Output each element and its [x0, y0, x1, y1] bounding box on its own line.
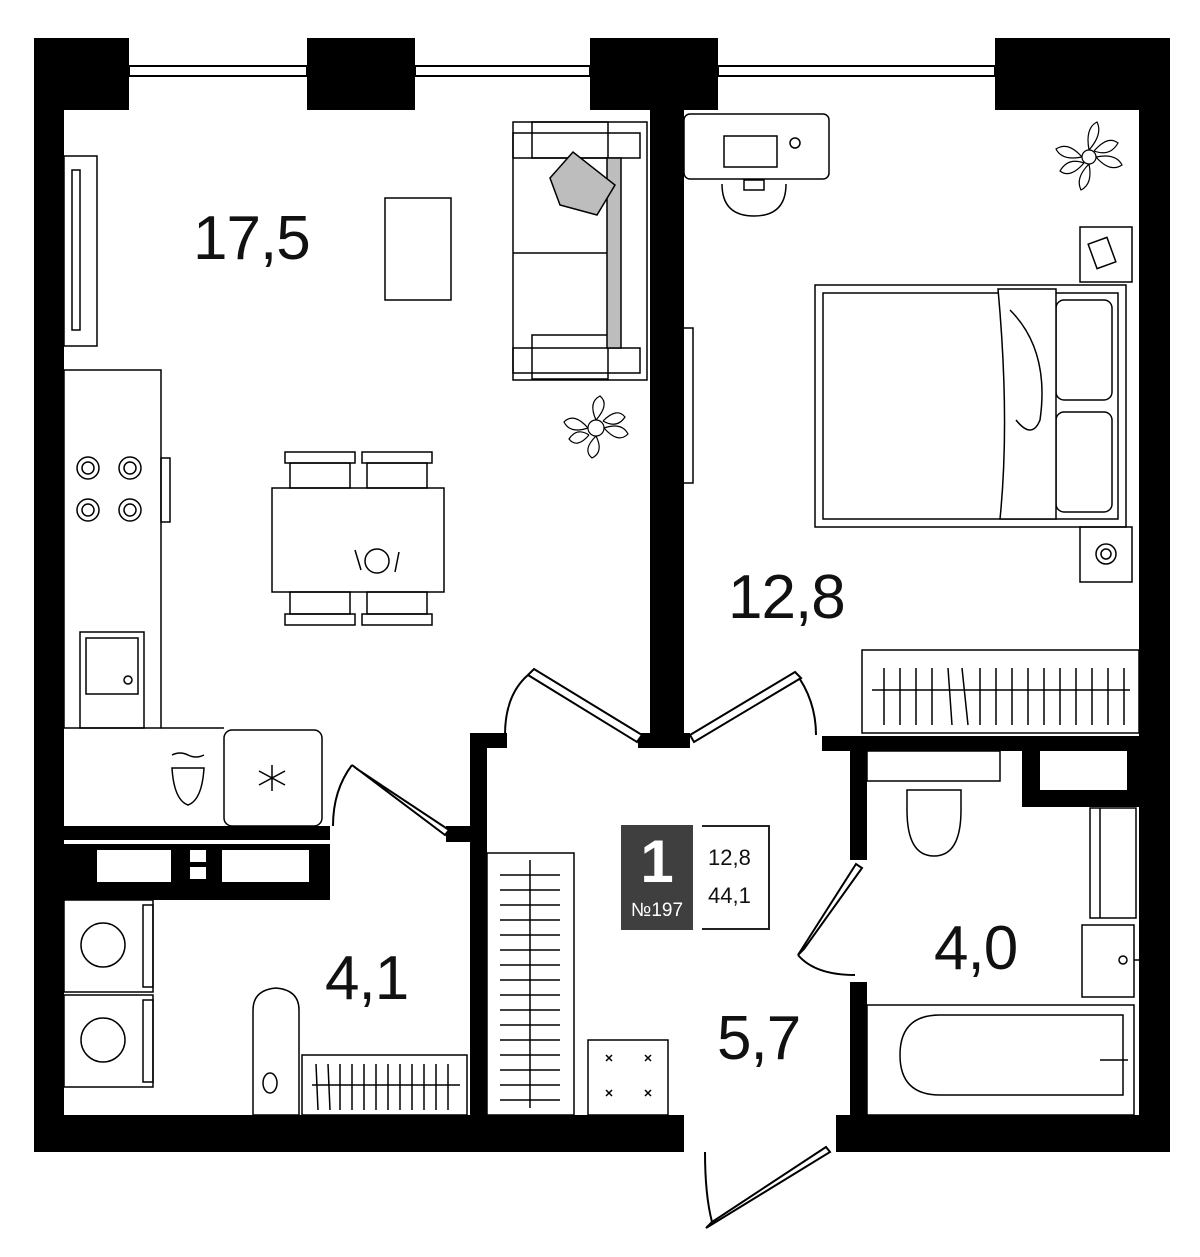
living-area-value: 12,8 [708, 845, 751, 870]
wardrobe-hangers [500, 874, 560, 1101]
total-area-value: 44,1 [708, 883, 751, 908]
plant-icon [563, 395, 629, 459]
laundry-shelf-openings [97, 850, 309, 882]
room-area-bathroom: 4,0 [934, 914, 1018, 983]
radiator-bedroom [872, 667, 1130, 726]
room-area-hallway: 5,7 [717, 1004, 801, 1073]
apartment-badge: 1 №197 [621, 825, 693, 930]
radiator-laundry [312, 1063, 460, 1111]
bedroom-plant-icon [1055, 121, 1123, 191]
kitchen-furniture [63, 121, 648, 827]
room-area-kitchen-living: 17,5 [193, 204, 311, 273]
bathroom-furniture [866, 750, 1142, 1116]
rooms-count: 1 [640, 828, 674, 895]
exterior-walls [34, 38, 1170, 1152]
laundry-furniture [63, 899, 468, 1116]
room-area-laundry: 4,1 [325, 944, 409, 1013]
hallway-furniture [486, 852, 669, 1116]
area-summary: 12,8 44,1 [702, 825, 770, 930]
doors [332, 667, 864, 1229]
room-area-bedroom: 12,8 [728, 563, 846, 632]
windows [128, 65, 996, 77]
sofa-accent [549, 150, 622, 349]
bedroom-furniture [678, 113, 1140, 734]
apartment-number: №197 [630, 900, 684, 921]
